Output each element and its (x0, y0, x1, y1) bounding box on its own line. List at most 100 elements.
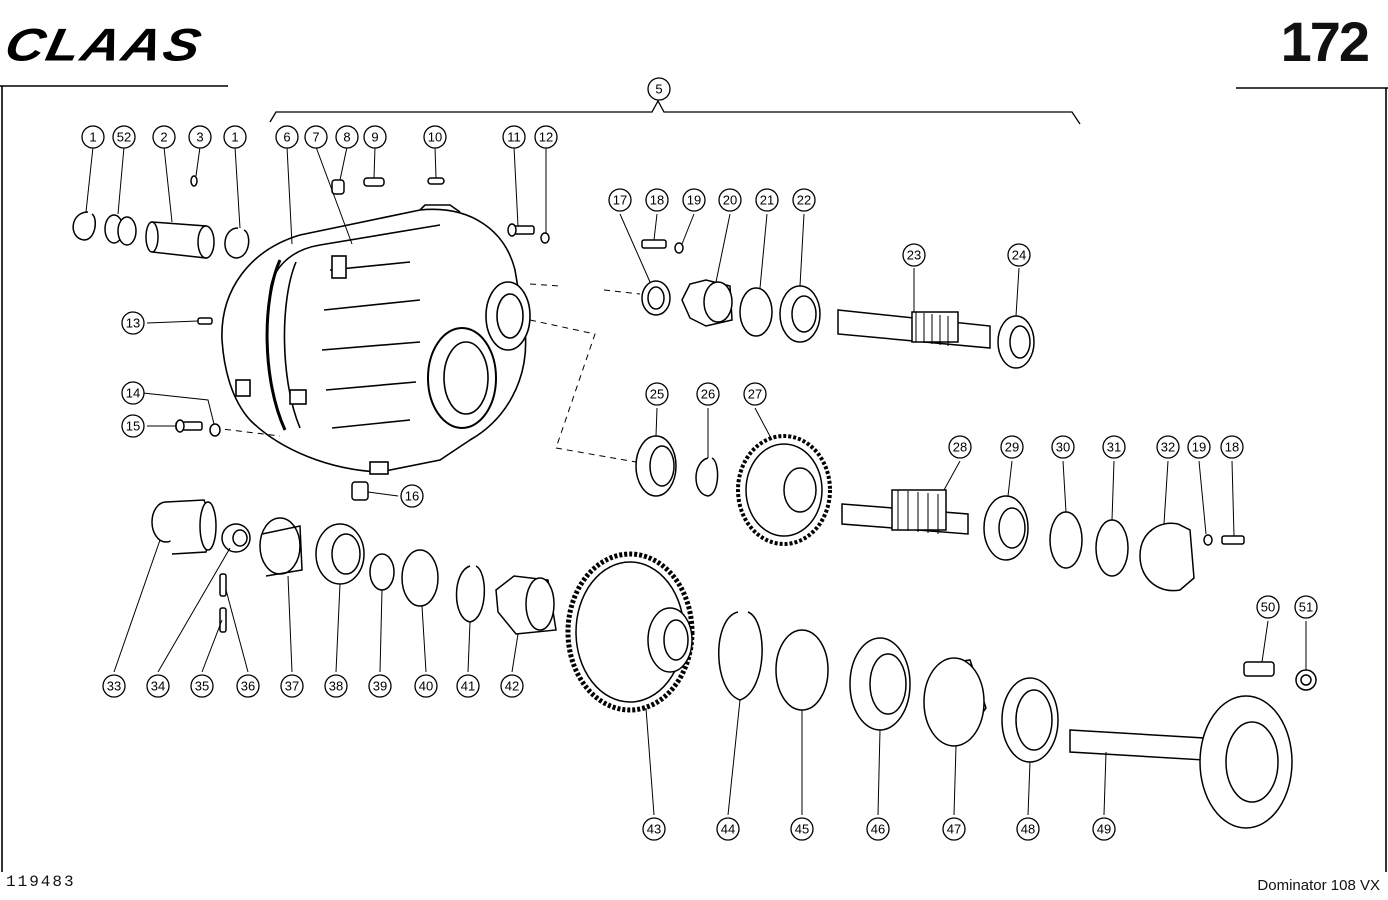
callout-number: 46 (871, 822, 885, 837)
callout-circle (324, 674, 348, 698)
callout-circle (363, 125, 387, 149)
callout-number: 32 (1161, 440, 1175, 455)
callout-number: 24 (1012, 248, 1026, 263)
callout-1: 1 (81, 125, 105, 149)
group-bracket (269, 99, 1081, 125)
callout-16: 16 (400, 484, 424, 508)
callout-number: 16 (405, 489, 419, 504)
callout-26: 26 (696, 382, 720, 406)
bottom-train-parts (151, 499, 1317, 829)
callout-42: 42 (500, 674, 524, 698)
upper-shaft-parts (641, 239, 1035, 369)
callout-9: 9 (363, 125, 387, 149)
callout-number: 1 (89, 130, 96, 145)
callout-number: 39 (373, 679, 387, 694)
callout-52: 52 (112, 125, 136, 149)
callout-circle (188, 125, 212, 149)
callout-circle (1051, 435, 1075, 459)
callout-number: 31 (1107, 440, 1121, 455)
callout-circle (718, 188, 742, 212)
callout-circle (1156, 435, 1180, 459)
callout-6: 6 (275, 125, 299, 149)
callout-number: 19 (1192, 440, 1206, 455)
callout-circle (948, 435, 972, 459)
callout-circle (645, 382, 669, 406)
callout-circle (645, 188, 669, 212)
callout-number: 30 (1056, 440, 1070, 455)
callout-49: 49 (1092, 817, 1116, 841)
callout-21: 21 (755, 188, 779, 212)
callout-15: 15 (121, 414, 145, 438)
callout-circle (275, 125, 299, 149)
callout-circle (423, 125, 447, 149)
callout-34: 34 (146, 674, 170, 698)
callout-circle (1294, 595, 1318, 619)
callout-38: 38 (324, 674, 348, 698)
callout-number: 43 (647, 822, 661, 837)
callout-19: 19 (1187, 435, 1211, 459)
callout-circle (81, 125, 105, 149)
callout-circle (608, 188, 632, 212)
callout-number: 1 (231, 130, 238, 145)
callout-number: 49 (1097, 822, 1111, 837)
callout-circle (647, 77, 671, 101)
callout-number: 37 (285, 679, 299, 694)
callout-number: 10 (428, 130, 442, 145)
callout-number: 9 (371, 130, 378, 145)
callout-circle (1092, 817, 1116, 841)
callout-circle (414, 674, 438, 698)
callout-number: 34 (151, 679, 165, 694)
callout-number: 42 (505, 679, 519, 694)
callout-36: 36 (236, 674, 260, 698)
callout-19: 19 (682, 188, 706, 212)
callout-circle (755, 188, 779, 212)
callout-number: 20 (723, 193, 737, 208)
callout-number: 7 (312, 130, 319, 145)
callout-circle (335, 125, 359, 149)
callout-number: 18 (1225, 440, 1239, 455)
callout-circle (1256, 595, 1280, 619)
callout-circle (368, 674, 392, 698)
callout-number: 25 (650, 387, 664, 402)
callout-circle (280, 674, 304, 698)
callout-32: 32 (1156, 435, 1180, 459)
callout-number: 48 (1021, 822, 1035, 837)
callout-3: 3 (188, 125, 212, 149)
callout-number: 40 (419, 679, 433, 694)
callout-51: 51 (1294, 595, 1318, 619)
callout-number: 3 (196, 130, 203, 145)
callout-48: 48 (1016, 817, 1040, 841)
callout-circle (112, 125, 136, 149)
callout-number: 47 (947, 822, 961, 837)
callout-number: 5 (655, 82, 662, 97)
page-rules (0, 85, 1388, 872)
callout-number: 18 (650, 193, 664, 208)
callout-number: 12 (539, 130, 553, 145)
callout-17: 17 (608, 188, 632, 212)
callout-circle (682, 188, 706, 212)
callout-number: 36 (241, 679, 255, 694)
callout-37: 37 (280, 674, 304, 698)
callout-number: 11 (507, 130, 521, 145)
gearbox-housing (221, 204, 531, 475)
callout-circle (304, 125, 328, 149)
callout-27: 27 (743, 382, 767, 406)
callout-13: 13 (121, 311, 145, 335)
callout-44: 44 (716, 817, 740, 841)
callout-circle (223, 125, 247, 149)
callout-circle (1102, 435, 1126, 459)
callout-2: 2 (152, 125, 176, 149)
callout-14: 14 (121, 381, 145, 405)
callout-33: 33 (102, 674, 126, 698)
callout-number: 6 (283, 130, 290, 145)
callout-circle (1016, 817, 1040, 841)
callout-45: 45 (790, 817, 814, 841)
machine-model: Dominator 108 VX (1257, 877, 1380, 894)
callout-12: 12 (534, 125, 558, 149)
callout-number: 27 (748, 387, 762, 402)
callout-number: 50 (1261, 600, 1275, 615)
callout-47: 47 (942, 817, 966, 841)
callout-number: 26 (701, 387, 715, 402)
callout-number: 52 (117, 130, 131, 145)
callout-number: 28 (953, 440, 967, 455)
